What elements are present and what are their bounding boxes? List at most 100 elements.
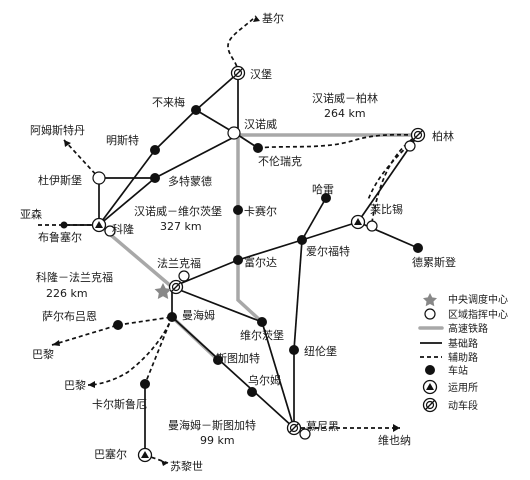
line-erfurt-halle — [301, 197, 327, 241]
regional-center-munich[interactable] — [299, 428, 311, 440]
aux-kiel-hamburg — [227, 15, 257, 74]
line-frankfurt-fulda — [171, 259, 239, 288]
station-ulm[interactable] — [247, 387, 257, 397]
label-brussels: 布鲁塞尔 — [38, 230, 82, 244]
label-vienna: 维也纳 — [378, 434, 411, 447]
station-wurzburg[interactable] — [257, 317, 267, 327]
legend-high-speed-label: 高速铁路 — [448, 322, 488, 335]
central-dispatch-star-icon[interactable] — [154, 283, 172, 299]
route-mannheim-stuttgart-length: 99 km — [200, 434, 235, 447]
station-stuttgart[interactable] — [213, 355, 223, 365]
station-mannheim[interactable] — [167, 312, 177, 322]
arrowheads — [52, 16, 400, 466]
label-leipzig: 莱比锡 — [370, 202, 403, 216]
legend-station-label: 车站 — [448, 364, 468, 377]
high-speed-hannover-wurzburg — [236, 133, 264, 324]
label-karlsruhe: 卡尔斯鲁厄 — [92, 397, 147, 411]
route-mannheim-stuttgart-name: 曼海姆－斯图加特 — [168, 418, 256, 432]
operations-basel-icon[interactable] — [137, 447, 153, 463]
arrow-paris-1 — [52, 340, 60, 346]
label-wurzburg: 维尔茨堡 — [240, 328, 284, 342]
auxiliary-lines — [38, 15, 419, 464]
stations — [60, 105, 423, 397]
depot-munich-icon[interactable] — [286, 420, 302, 436]
station-kassel[interactable] — [233, 205, 243, 215]
station-munster[interactable] — [150, 145, 160, 155]
label-dortmund: 多特蒙德 — [168, 174, 212, 188]
line-munster-cologne — [98, 149, 156, 226]
label-erfurt: 爱尔福特 — [306, 244, 350, 258]
route-labels: 汉诺威－柏林 264 km 汉诺威－维尔茨堡 327 km 科隆－法兰克福 22… — [36, 91, 378, 447]
label-duisburg: 杜伊斯堡 — [38, 173, 82, 187]
station-saarbrucken[interactable] — [113, 320, 123, 330]
label-kassel: 卡赛尔 — [244, 204, 277, 218]
label-munster: 明斯特 — [106, 133, 139, 147]
label-paris-1: 巴黎 — [32, 347, 54, 361]
city-labels: 基尔 汉堡 不来梅 汉诺威 柏林 阿姆斯特丹 明斯特 杜伊斯堡 多特蒙德 不伦瑞… — [20, 12, 456, 473]
label-munich: 慕尼黑 — [306, 419, 339, 433]
station-halle[interactable] — [321, 193, 331, 203]
line-frankfurt-wurzburg — [171, 286, 263, 323]
station-dresden[interactable] — [413, 243, 423, 253]
legend-depot-label: 动车段 — [448, 399, 478, 412]
label-hamburg: 汉堡 — [250, 67, 272, 81]
label-dresden: 德累斯登 — [412, 255, 456, 269]
legend-operations-label: 运用所 — [448, 382, 478, 394]
station-brunswick[interactable] — [253, 143, 263, 153]
station-essen[interactable] — [60, 221, 68, 229]
regional-center-hannover[interactable] — [227, 126, 241, 140]
operations-cologne-icon[interactable] — [91, 217, 107, 233]
depot-hamburg-icon[interactable] — [230, 65, 246, 81]
route-cologne-frankfurt-length: 226 km — [46, 287, 88, 300]
aux-mannheim-karlsruhe — [144, 316, 173, 385]
label-mannheim: 曼海姆 — [182, 308, 215, 322]
legend-depot-icon — [422, 397, 438, 413]
aux-paris-saarbrucken — [51, 324, 119, 346]
label-paris-2: 巴黎 — [64, 378, 86, 392]
regional-center-cologne[interactable] — [104, 225, 116, 237]
station-nuremberg[interactable] — [289, 345, 299, 355]
route-hannover-wurzburg-length: 327 km — [160, 220, 202, 233]
aux-brunswick-berlin — [257, 133, 419, 149]
line-bremen-munster — [154, 109, 197, 151]
legend-auxiliary-label: 辅助路 — [448, 351, 478, 364]
station-fulda[interactable] — [233, 255, 243, 265]
regional-center-berlin[interactable] — [404, 140, 416, 152]
regional-center-duisburg[interactable] — [92, 171, 106, 185]
line-hannover-dortmund — [154, 134, 239, 179]
aux-berlin-leipzig — [367, 134, 419, 201]
legend-central-dispatch-label: 中央调度中心 — [448, 293, 508, 306]
route-cologne-frankfurt-name: 科隆－法兰克福 — [36, 270, 113, 284]
station-karlsruhe[interactable] — [140, 379, 150, 389]
aux-leipzig-berlin-2 — [371, 134, 419, 223]
label-hannover: 汉诺威 — [244, 118, 277, 131]
station-erfurt[interactable] — [297, 235, 307, 245]
arrow-paris-2 — [88, 381, 95, 388]
station-dortmund[interactable] — [150, 173, 160, 183]
line-erfurt-nuremberg — [293, 239, 303, 351]
station-bremen[interactable] — [191, 105, 201, 115]
route-hannover-berlin-length: 264 km — [324, 107, 366, 120]
regional-center-frankfurt[interactable] — [178, 270, 190, 282]
legend-basic-label: 基础路 — [448, 337, 478, 350]
label-ulm: 乌尔姆 — [248, 373, 281, 387]
legend: 中央调度中心 区域指挥中心 高速铁路 基础路 辅助路 车站 运用所 动车段 — [418, 293, 508, 413]
basic-lines — [64, 72, 419, 455]
depot-frankfurt-icon[interactable] — [168, 279, 184, 295]
line-erfurt-leipzig — [301, 221, 359, 241]
label-basel: 巴塞尔 — [94, 447, 127, 461]
label-fulda: 富尔达 — [244, 255, 277, 269]
depot-berlin-icon[interactable] — [410, 127, 426, 143]
aux-mannheim-paris — [87, 316, 173, 386]
legend-operations-icon — [422, 379, 438, 395]
line-fulda-erfurt — [237, 239, 303, 261]
label-stuttgart: 斯图加特 — [216, 351, 260, 365]
label-berlin: 柏林 — [432, 129, 454, 143]
legend-station-icon — [425, 365, 435, 375]
regional-center-leipzig[interactable] — [366, 220, 378, 232]
operations-leipzig-icon[interactable] — [350, 214, 366, 230]
label-hameln: 哈雷 — [312, 183, 334, 196]
label-brunswick: 不伦瑞克 — [258, 154, 302, 168]
regional-centers — [92, 126, 416, 440]
